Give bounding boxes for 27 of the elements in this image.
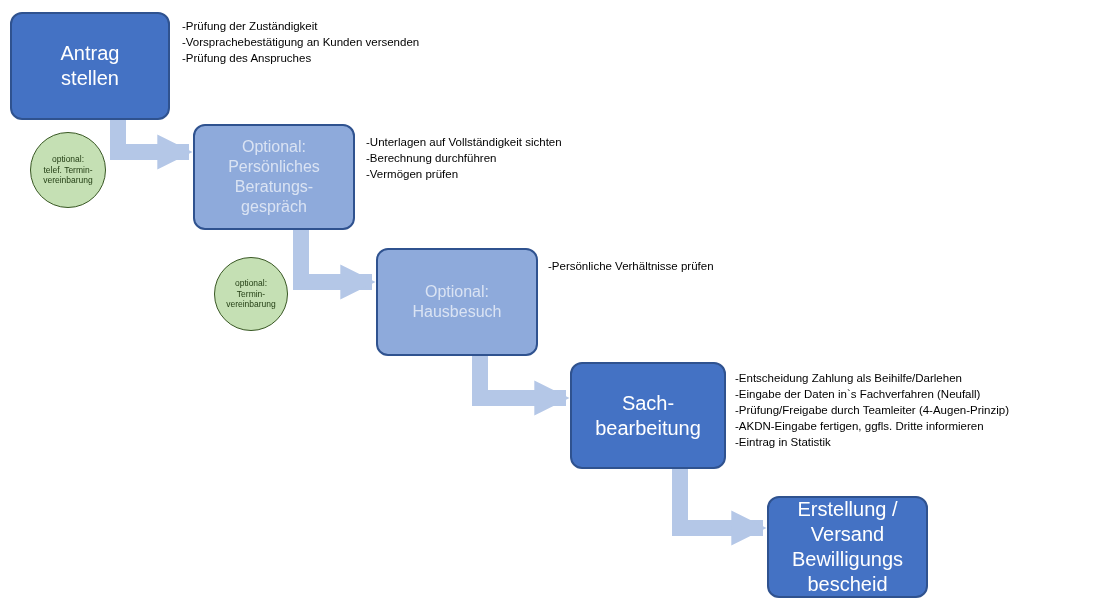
task-item: -Persönliche Verhältnisse prüfen [548, 259, 714, 274]
process-box [376, 248, 538, 356]
block-arrow [293, 230, 376, 300]
task-item: -Vorsprachebestätigung an Kunden versenden [182, 35, 420, 50]
node-text: Optional: Persönliches Beratungs-gespräch [227, 137, 321, 217]
task-item: -Berechnung durchführen [366, 151, 498, 166]
task-item: -AKDN-Eingabe fertigen, ggfls. Dritte informieren [735, 419, 985, 434]
node-text: Sach-bearbeitung [595, 390, 701, 441]
task-item: -Entscheidung Zahlung als Beihilfe/Darlehen [735, 371, 963, 386]
task-item: -Vermögen prüfen [366, 167, 460, 182]
node-text: Antrag stellen [59, 41, 121, 91]
node-text: optional: Termin-vereinbarung [226, 278, 276, 310]
node-text: optional: telef. Termin-vereinbarung [43, 154, 93, 186]
task-item: -Eintrag in Statistik [735, 435, 832, 450]
process-box [570, 362, 726, 469]
task-item: -Unterlagen auf Vollständigkeit sichten [366, 135, 562, 150]
task-item: -Prüfung des Anspruches [182, 51, 313, 66]
process-box [10, 12, 170, 120]
task-item: -Eingabe der Daten in`s Fachverfahren (Neufall) [735, 387, 982, 402]
process-box [193, 124, 355, 230]
node-text: Erstellung / Versand Bewilligungs bescheid [791, 497, 904, 597]
block-arrow [110, 120, 193, 170]
node-text: Optional: Hausbesuch [411, 282, 503, 322]
task-item: -Prüfung/Freigabe durch Teamleiter (4-Augen-Prinzip) [735, 403, 1009, 418]
task-item: -Prüfung der Zuständigkeit [182, 19, 319, 34]
process-box [767, 496, 928, 598]
block-arrow [472, 356, 570, 416]
